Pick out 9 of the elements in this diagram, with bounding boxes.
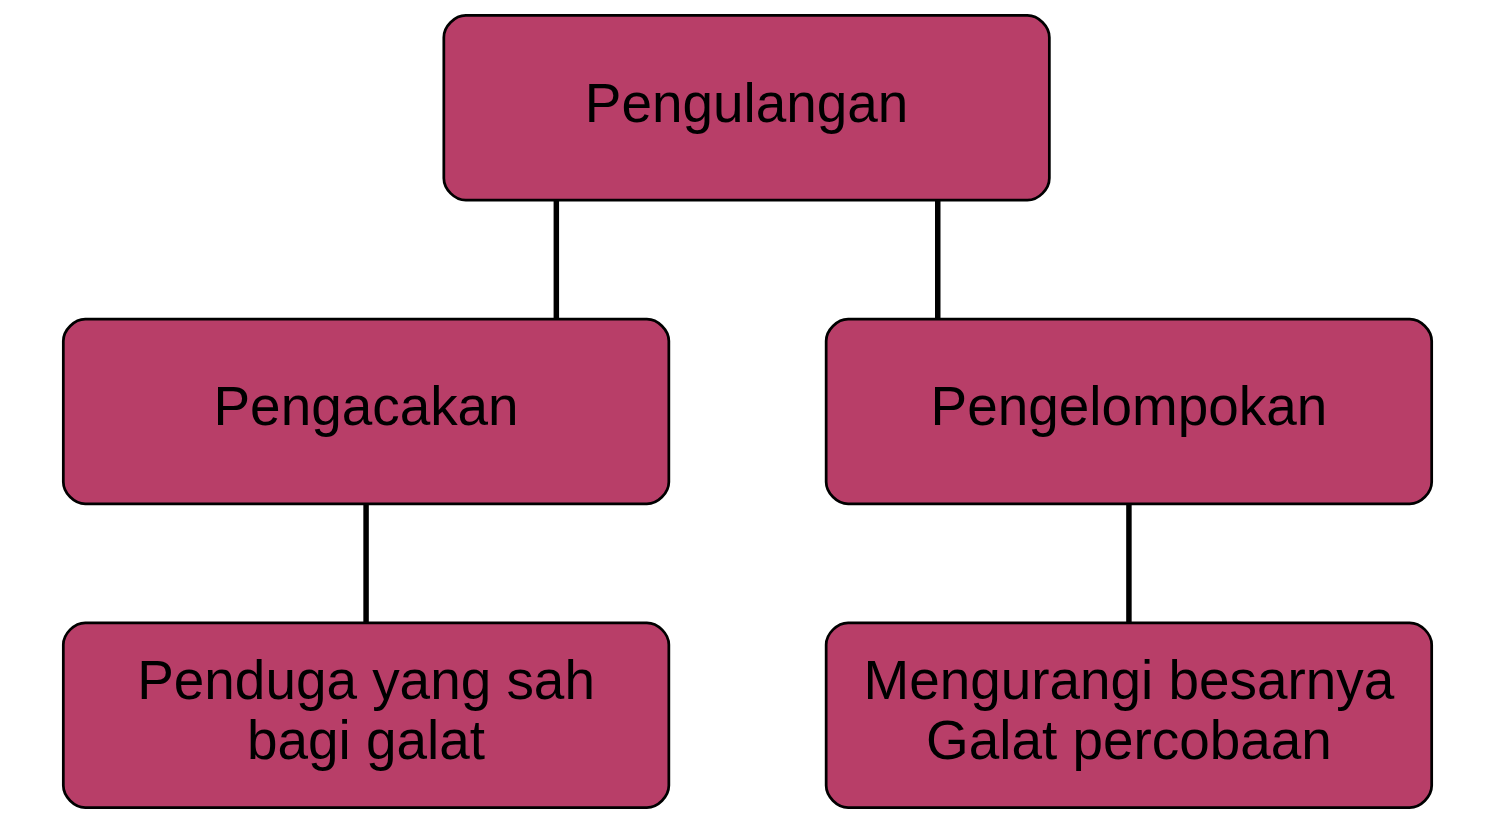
node-box: Pengulangan: [442, 14, 1051, 202]
connector: [1126, 504, 1132, 623]
node-box: Mengurangi besarnya Galat percobaan: [824, 621, 1434, 809]
connector: [553, 200, 560, 319]
node-box: Pengelompokan: [824, 317, 1434, 506]
node-box: Penduga yang sah bagi galat: [61, 621, 671, 809]
node-box: Pengacakan: [61, 317, 671, 506]
connector: [935, 200, 941, 319]
connector: [363, 504, 369, 623]
